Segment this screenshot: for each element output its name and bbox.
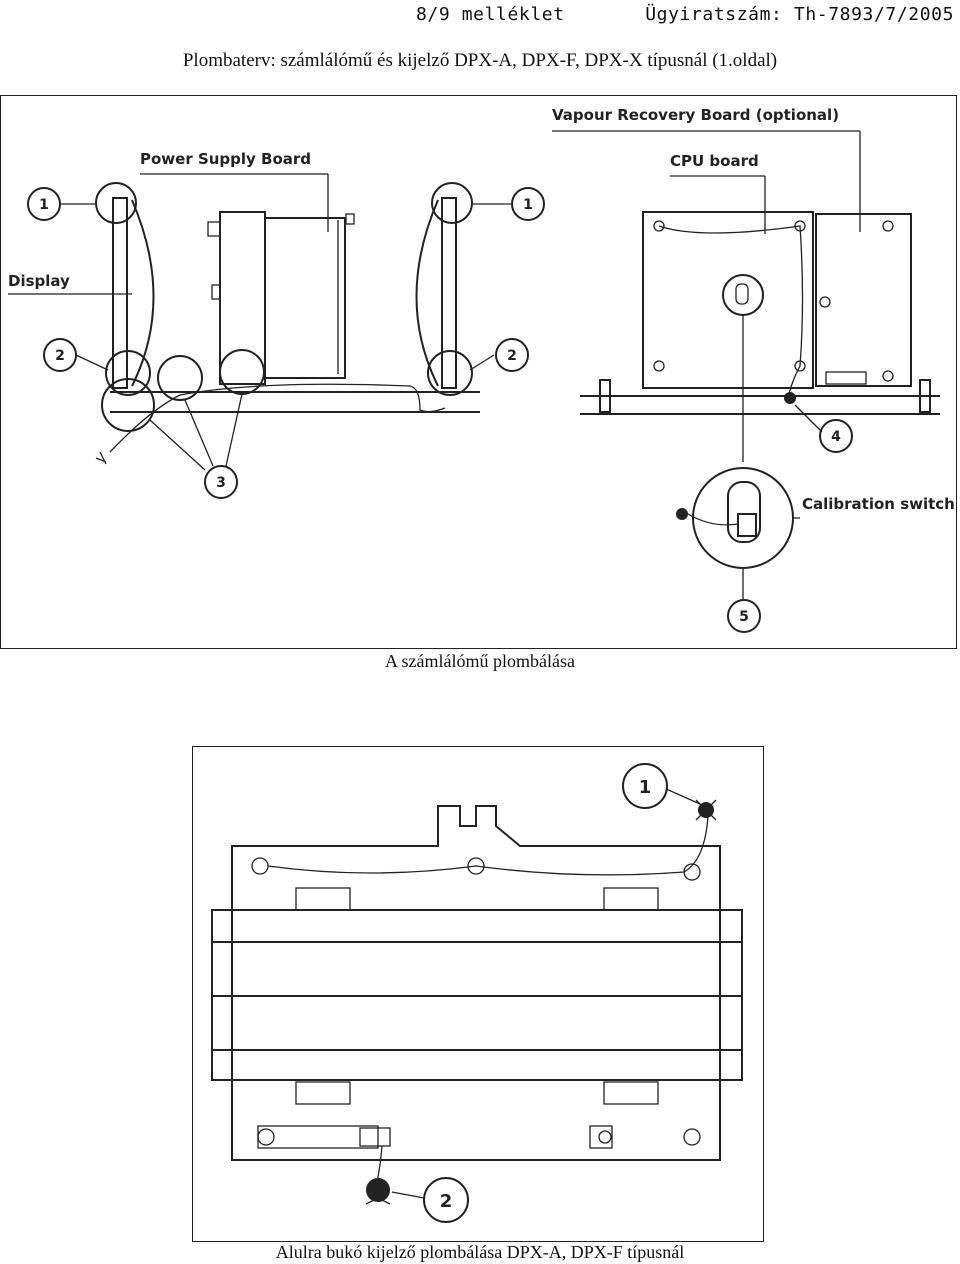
annex-label: 8/9 melléklet [416,4,565,25]
case-number: Ügyiratszám: Th-7893/7/2005 [645,4,954,25]
calibration-switch-label: Calibration switch [802,495,955,513]
callout-3: 3 [216,475,226,491]
display-sealing-figure [192,746,764,1242]
counter-sealing-figure [0,95,957,649]
vapour-recovery-board-label: Vapour Recovery Board (optional) [552,106,839,124]
figure2-caption: Alulra bukó kijelző plombálása DPX-A, DP… [275,1242,685,1262]
callout-1-left: 1 [39,197,49,213]
page-title: Plombaterv: számlálómű és kijelző DPX-A,… [182,50,778,71]
display-label: Display [8,272,70,290]
figure1-callouts [27,187,853,633]
display-unit-drawing [211,763,743,1223]
callout-5: 5 [739,609,749,625]
left-assembly [8,173,512,471]
power-supply-board-label: Power Supply Board [140,150,311,168]
callout-4: 4 [831,429,841,445]
fig2-callout-2: 2 [440,1191,453,1212]
callout-1-right: 1 [523,197,533,213]
cpu-board-label: CPU board [670,152,759,170]
figure1-caption: A számlálómű plombálása [385,651,575,671]
callout-2-right: 2 [507,348,517,364]
fig2-callout-1: 1 [639,777,652,798]
callout-2-left: 2 [55,348,65,364]
right-assembly [552,130,940,600]
